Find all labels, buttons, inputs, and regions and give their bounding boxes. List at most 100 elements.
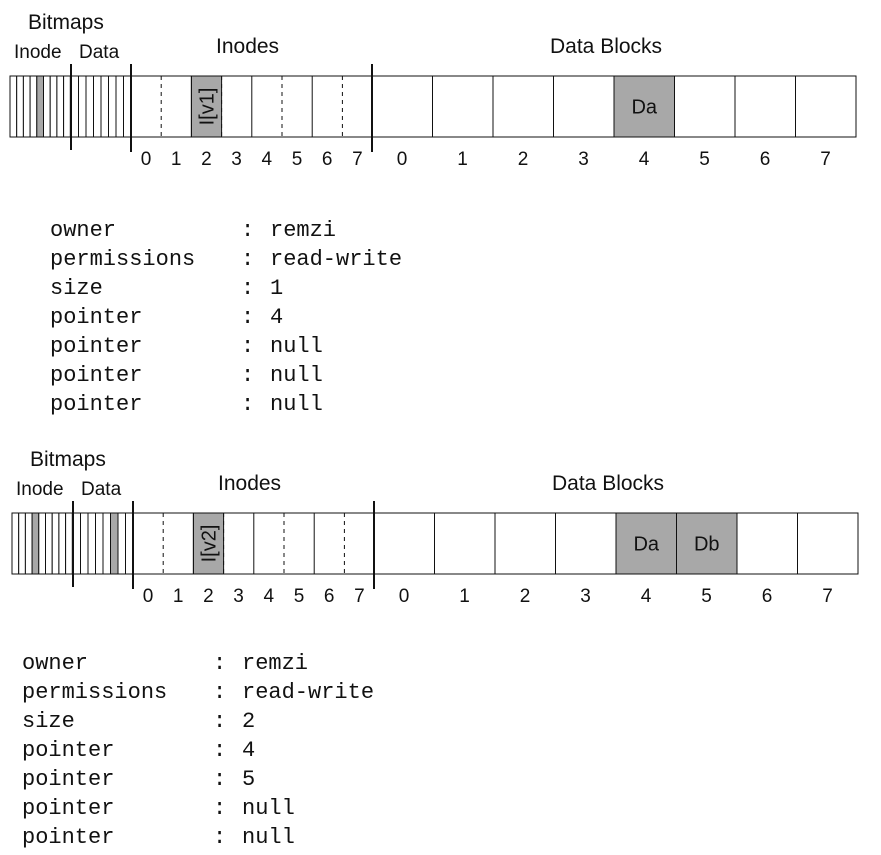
bitmaps-label: Bitmaps	[28, 11, 104, 34]
inode-field-colon: :	[213, 738, 226, 763]
inode-bitmap-bit	[24, 512, 33, 575]
inode-field-colon: :	[213, 767, 226, 792]
block-number: 7	[822, 586, 833, 607]
inode-bitmap-bit	[49, 75, 58, 138]
inode-field-value: remzi	[242, 651, 308, 676]
inode-field-key: owner	[22, 651, 88, 676]
inode-bitmap-bit	[38, 512, 46, 575]
data-blocks-label: Data Blocks	[550, 35, 662, 58]
block-number: 4	[641, 586, 652, 607]
block-number: 3	[578, 149, 589, 170]
data-block	[797, 512, 859, 575]
inode-number: 4	[262, 149, 273, 170]
data-block	[676, 512, 738, 575]
data-bitmap-bit	[70, 75, 79, 138]
data-bitmap-bit	[87, 512, 96, 575]
block-number: 2	[518, 149, 529, 170]
data-bitmap-bit	[108, 75, 117, 138]
inode-field-colon: :	[241, 334, 254, 359]
inode-number: 5	[292, 149, 303, 170]
data-bitmap-bit	[95, 512, 104, 575]
inode-number: 0	[143, 586, 154, 607]
inode-field-key: pointer	[50, 305, 142, 330]
data-block	[432, 75, 494, 138]
inode-cell-label: I[v2]	[199, 525, 221, 563]
inode-number: 2	[203, 586, 214, 607]
inodes-label: Inodes	[218, 472, 281, 495]
inode-bitmap-bit	[43, 75, 51, 138]
inode-number: 6	[322, 149, 333, 170]
inode-bitmap-bit	[36, 75, 44, 138]
inode-number: 7	[352, 149, 363, 170]
inode-field-key: owner	[50, 218, 116, 243]
data-blocks-label: Data Blocks	[552, 472, 664, 495]
inode-bitmap-bit	[16, 75, 24, 138]
data-bitmap-bit	[80, 512, 89, 575]
data-block	[494, 512, 556, 575]
inode-field-value: remzi	[270, 218, 336, 243]
inode-bitmap-label: Inode	[16, 479, 64, 500]
data-block	[492, 75, 554, 138]
inode-bitmap-bit	[22, 75, 31, 138]
inode-field-key: pointer	[50, 363, 142, 388]
data-block	[434, 512, 496, 575]
inode-field-value: 1	[270, 276, 283, 301]
inode-field-value: 4	[270, 305, 283, 330]
data-block	[734, 75, 796, 138]
data-bitmap-bit	[115, 75, 124, 138]
data-block	[373, 512, 435, 575]
data-bitmap-bit	[93, 75, 102, 138]
inode-bitmap-bit	[11, 512, 20, 575]
inode-number: 1	[171, 149, 182, 170]
inode-field-colon: :	[213, 825, 226, 850]
data-block	[736, 512, 798, 575]
inode-field-colon: :	[241, 363, 254, 388]
data-block	[613, 75, 675, 138]
inode-bitmap-bit	[29, 75, 38, 138]
inode-field-colon: :	[241, 247, 254, 272]
inode-field-key: permissions	[50, 247, 195, 272]
data-bitmap-bit	[78, 75, 87, 138]
data-bitmap-label: Data	[79, 42, 120, 63]
block-number: 3	[580, 586, 591, 607]
inode-field-key: size	[50, 276, 103, 301]
inode-field-value: null	[242, 796, 295, 821]
block-number: 1	[459, 586, 470, 607]
data-bitmap-bit	[100, 75, 109, 138]
inode-bitmap-bit	[45, 512, 53, 575]
inode-number: 1	[173, 586, 184, 607]
data-bitmap-bit	[72, 512, 81, 575]
block-number: 5	[699, 149, 710, 170]
inode-field-key: size	[22, 709, 75, 734]
inode-field-colon: :	[213, 796, 226, 821]
inode-field-key: pointer	[50, 392, 142, 417]
inode-cell-label: I[v1]	[197, 88, 219, 126]
inode-bitmap-bit	[31, 512, 40, 575]
inode-bitmap-bit	[58, 512, 67, 575]
inode-number: 5	[294, 586, 305, 607]
inode-cell	[190, 75, 223, 138]
inode-number: 7	[354, 586, 365, 607]
inode-field-value: 5	[242, 767, 255, 792]
inode-bitmap-bit	[51, 512, 60, 575]
inode-cell	[192, 512, 225, 575]
block-number: 4	[639, 149, 650, 170]
inode-field-value: null	[270, 334, 323, 359]
inode-field-colon: :	[241, 392, 254, 417]
inode-bitmap-bit	[63, 75, 71, 138]
inode-field-colon: :	[241, 276, 254, 301]
block-number: 0	[399, 586, 410, 607]
data-bitmap-bit	[102, 512, 111, 575]
inode-field-colon: :	[213, 709, 226, 734]
inode-field-key: pointer	[22, 825, 114, 850]
inode-bitmap-bit	[65, 512, 73, 575]
inode-number: 6	[324, 586, 335, 607]
inode-field-colon: :	[241, 305, 254, 330]
inode-number: 4	[264, 586, 275, 607]
inode-field-key: pointer	[22, 738, 114, 763]
inode-bitmap-label: Inode	[14, 42, 62, 63]
inode-bitmap-bit	[9, 75, 18, 138]
inode-field-colon: :	[241, 218, 254, 243]
